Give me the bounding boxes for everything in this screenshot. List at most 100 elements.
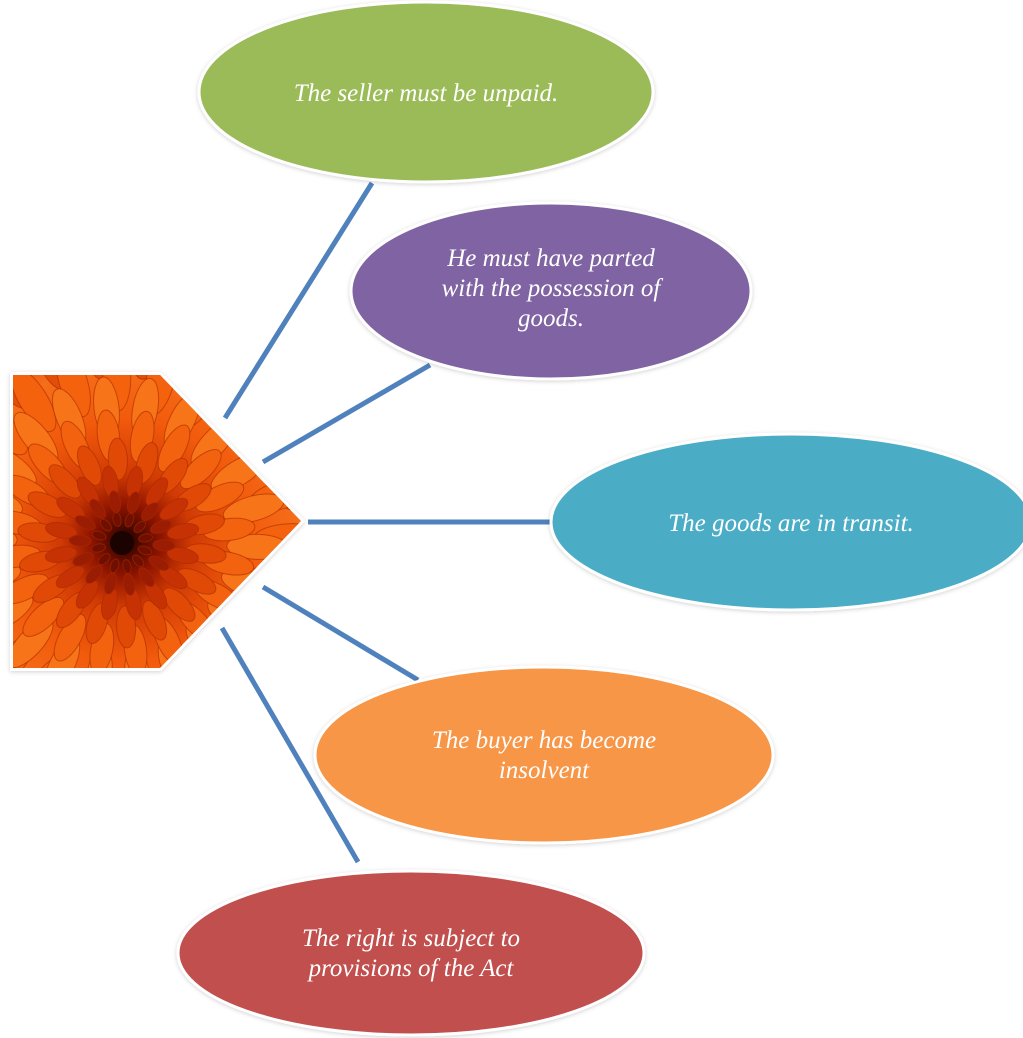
flower-petal (97, 553, 111, 566)
flower-petal (132, 554, 145, 568)
flower-petal (21, 692, 77, 777)
flower-petal (13, 485, 23, 517)
node-bubbles: The seller must be unpaid. He must have … (176, 0, 1023, 1037)
flower-petal (0, 369, 8, 444)
flower-petal (68, 534, 92, 547)
flower-petal (166, 692, 222, 777)
flower-petal (55, 375, 91, 418)
flower-petal (0, 670, 41, 753)
flower-petal (195, 481, 245, 513)
flower-petal (0, 641, 8, 716)
flower-petal (133, 520, 147, 533)
node-text-2-line-3: goods. (518, 305, 584, 332)
flower-petal (89, 498, 106, 519)
node-text-5: The right is subject to provisions of the… (302, 925, 520, 982)
flower-petal (166, 547, 199, 565)
flower-petal (212, 375, 265, 409)
flower-petal (127, 705, 166, 788)
flower-petal (138, 567, 155, 588)
flower-petal (159, 497, 189, 521)
node-goods-transit: The goods are in transit. (549, 432, 1023, 612)
node-text-4: The buyer has become insolvent (432, 727, 656, 784)
flower-petal (137, 545, 153, 556)
flower-petal (237, 600, 301, 644)
flower-petal (62, 668, 106, 744)
flower-petal (149, 519, 172, 534)
connector-line-2 (261, 362, 432, 465)
flower-petal (75, 579, 99, 609)
node-text-3-line-1: The goods are in transit. (668, 510, 914, 537)
flower-petal (286, 527, 301, 559)
flower-petal (13, 400, 28, 456)
flower-petal (74, 515, 96, 531)
flower-petal (122, 559, 132, 574)
node-text-5-line-2: provisions of the Act (307, 955, 515, 982)
node-text-4-line-2: insolvent (499, 757, 590, 784)
flower-petal (162, 587, 196, 622)
flower-petal (138, 533, 153, 543)
node-text-2-line-1: He must have parted (446, 245, 655, 272)
flower-petal (203, 670, 273, 753)
node-text-5-line-1: The right is subject to (302, 925, 520, 952)
connector-line-4 (261, 584, 420, 683)
node-bubble-4 (313, 665, 775, 845)
flower-petal (55, 565, 85, 589)
flower-petal (76, 445, 102, 486)
flower-petal (72, 552, 95, 567)
flower-petal (91, 543, 106, 553)
node-text-2-line-2: with the possession of (442, 275, 664, 302)
flower-petal (266, 424, 301, 472)
flower-petal (112, 674, 142, 747)
flower-petal (281, 574, 301, 611)
flower-petal (216, 630, 273, 668)
connector-line-1 (222, 181, 375, 420)
flower-petal (147, 665, 195, 742)
flower-petal (13, 573, 49, 605)
flower-petal (13, 375, 57, 433)
flower-petal (174, 375, 216, 390)
node-text-2: He must have parted with the possession o… (442, 245, 664, 332)
flower-petal (13, 526, 18, 553)
node-bubble-2 (349, 201, 753, 381)
connector-line-5 (219, 626, 361, 864)
flower-petal (53, 613, 87, 662)
flower-petal (22, 596, 65, 637)
node-bubble-5 (176, 869, 646, 1037)
flower-petal (91, 530, 107, 541)
node-buyer-insolvent: The buyer has become insolvent (313, 665, 775, 845)
flower-petal (187, 653, 234, 668)
flower-petal (141, 502, 159, 522)
flower-petal (130, 375, 163, 380)
node-seller-unpaid: The seller must be unpaid. (197, 0, 655, 184)
flower-petal (109, 558, 120, 574)
flower-petal (166, 522, 200, 540)
flower-petal (112, 512, 122, 527)
center-image (0, 369, 305, 788)
connectors (219, 181, 550, 864)
flower-icon (0, 369, 301, 788)
node-text-1: The seller must be unpaid. (294, 80, 559, 107)
flower-petal (13, 562, 22, 593)
flower-center (110, 531, 134, 555)
flower-petal (157, 424, 191, 473)
flower-petal (145, 477, 169, 507)
node-text-4-line-1: The buyer has become (432, 727, 656, 754)
flower-petal (124, 512, 135, 528)
node-text-1-line-1: The seller must be unpaid. (294, 80, 559, 107)
node-bubble-1 (197, 0, 655, 184)
flower-petal (99, 518, 112, 532)
node-bubble-3 (549, 432, 1023, 612)
flower-petal (85, 564, 103, 584)
node-right-subject-act: The right is subject to provisions of the… (176, 869, 646, 1037)
flower-petal (44, 546, 78, 564)
flower-petal (266, 614, 301, 662)
node-text-3: The goods are in transit. (668, 510, 914, 537)
flower-petal (142, 600, 168, 641)
flower-petal (243, 649, 301, 668)
flower-petal (78, 705, 117, 788)
flower-petal (179, 449, 222, 490)
flower-petal (152, 539, 176, 552)
flower-petal (81, 375, 114, 380)
